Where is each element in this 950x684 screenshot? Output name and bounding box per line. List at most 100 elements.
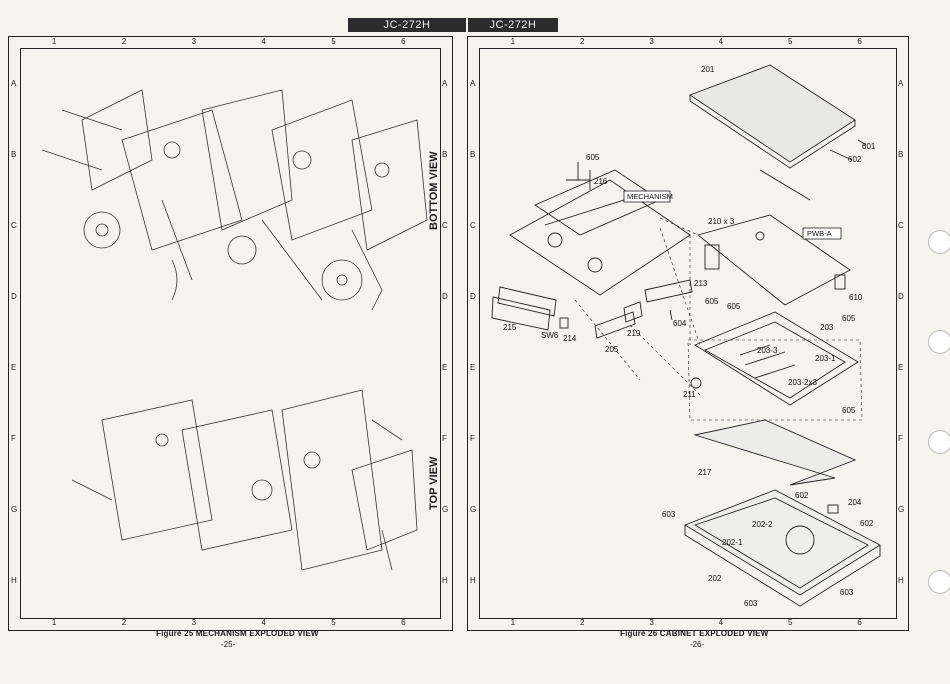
left-row-label-left: H — [11, 576, 17, 586]
right-col-label-top: 2 — [580, 37, 585, 46]
callout-605-c: 605 — [727, 302, 741, 311]
left-row-label-left: A — [11, 78, 17, 88]
right-row-label-left: C — [470, 220, 476, 230]
right-row-label-right: D — [898, 291, 904, 301]
callout-217: 217 — [698, 468, 712, 477]
callout-203-2: 203-2x3 — [788, 378, 817, 387]
left-row-label-right: G — [442, 505, 449, 515]
callout-605-e: 605 — [842, 406, 856, 415]
left-row-label-left: B — [11, 149, 17, 159]
callout-605-a: 605 — [586, 153, 600, 162]
callout-602-a: 602 — [848, 155, 862, 164]
callout-219: 219 — [627, 329, 641, 338]
callout-602-c: 602 — [860, 519, 874, 528]
left-col-label-bottom: 6 — [401, 618, 406, 627]
callout-204: 204 — [848, 498, 862, 507]
pwba-label-box: PWB-A — [802, 227, 842, 240]
right-row-label-left: D — [470, 291, 476, 301]
right-col-label-bottom: 1 — [510, 618, 516, 627]
right-row-label-left: H — [470, 576, 476, 586]
callout-610: 610 — [849, 293, 863, 302]
left-col-label-top: 3 — [191, 37, 197, 46]
left-col-label-bottom: 1 — [51, 618, 57, 627]
right-col-label-top: 3 — [649, 37, 654, 46]
right-row-label-right: C — [898, 220, 904, 230]
right-col-label-bottom: 4 — [718, 618, 724, 627]
right-col-label-bottom: 3 — [649, 618, 654, 627]
left-row-label-left: C — [11, 220, 17, 230]
mechanism-label-box: MECHANISM — [623, 190, 673, 203]
header-model-left: JC-272H — [348, 18, 466, 32]
left-inner-frame — [20, 48, 441, 619]
left-col-label-bottom: 2 — [121, 618, 127, 627]
left-row-label-left: F — [11, 434, 16, 444]
left-page-number: -25- — [221, 640, 236, 649]
left-col-label-top: 5 — [331, 37, 336, 46]
right-row-label-left: B — [470, 149, 476, 159]
right-col-label-bottom: 6 — [857, 618, 862, 627]
callout-605-d: 605 — [842, 314, 856, 323]
right-row-label-left: E — [470, 363, 476, 373]
callout-205: 205 — [605, 345, 619, 354]
left-col-label-bottom: 3 — [191, 618, 197, 627]
binder-hole — [928, 430, 950, 454]
callout-213: 213 — [694, 279, 708, 288]
binder-hole — [928, 230, 950, 254]
right-row-label-left: G — [470, 505, 477, 515]
right-row-label-right: E — [898, 363, 904, 373]
left-row-label-left: E — [11, 363, 17, 373]
callout-sw6: SW6 — [541, 331, 559, 340]
mechanism-label: MECHANISM — [627, 192, 673, 201]
callout-202-1: 202-1 — [722, 538, 743, 547]
left-col-label-top: 2 — [121, 37, 127, 46]
callout-202-2: 202-2 — [752, 520, 773, 529]
left-row-label-left: D — [11, 291, 17, 301]
right-outer-frame — [467, 36, 909, 631]
callout-203-3: 203-3 — [757, 346, 778, 355]
left-row-label-left: G — [11, 505, 18, 515]
mechanism-top-view-drawing — [71, 389, 418, 571]
binder-hole — [928, 330, 950, 354]
mechanism-bottom-view-drawing — [41, 89, 428, 311]
left-row-label-right: B — [442, 149, 448, 159]
callout-603-c: 603 — [744, 599, 758, 608]
callout-215: 215 — [503, 323, 517, 332]
callout-603-b: 603 — [840, 588, 854, 597]
left-figure-caption: Figure 25 MECHANISM EXPLODED VIEW — [156, 629, 319, 638]
left-row-label-right: C — [442, 220, 448, 230]
callout-211: 211 — [683, 390, 696, 399]
right-col-label-top: 6 — [857, 37, 862, 46]
right-col-label-top: 1 — [510, 37, 516, 46]
callout-601: 601 — [862, 142, 876, 151]
left-col-label-bottom: 4 — [261, 618, 266, 627]
left-row-label-right: A — [442, 78, 448, 88]
right-row-label-right: F — [898, 434, 903, 444]
right-row-label-right: G — [898, 505, 905, 515]
right-col-label-bottom: 2 — [580, 618, 585, 627]
callout-203-1: 203-1 — [815, 354, 836, 363]
right-inner-frame — [479, 48, 897, 619]
callout-216: 216 — [594, 177, 608, 186]
right-page-number: -26- — [690, 640, 705, 649]
callout-602-b: 602 — [795, 491, 809, 500]
header-model-right: JC-272H — [468, 18, 558, 32]
callout-605-b: 605 — [705, 297, 719, 306]
right-col-label-top: 5 — [788, 37, 793, 46]
callout-603-a: 603 — [662, 510, 676, 519]
left-col-label-top: 6 — [401, 37, 406, 46]
right-row-label-right: B — [898, 149, 904, 159]
left-outer-frame — [8, 36, 453, 631]
left-col-label-top: 4 — [261, 37, 266, 46]
callout-201: 201 — [701, 65, 715, 74]
pwba-label: PWB-A — [807, 229, 832, 238]
left-row-label-right: F — [442, 434, 447, 444]
cabinet-exploded-drawing: 201 601 602 605 216 210 x 3 213 605 605 … — [491, 64, 881, 608]
left-col-label-top: 1 — [51, 37, 57, 46]
left-row-label-right: D — [442, 291, 448, 301]
callout-203: 203 — [820, 323, 834, 332]
right-col-label-bottom: 5 — [788, 618, 793, 627]
callout-210: 210 x 3 — [708, 217, 735, 226]
callout-604: 604 — [673, 319, 687, 328]
binder-hole — [928, 570, 950, 594]
